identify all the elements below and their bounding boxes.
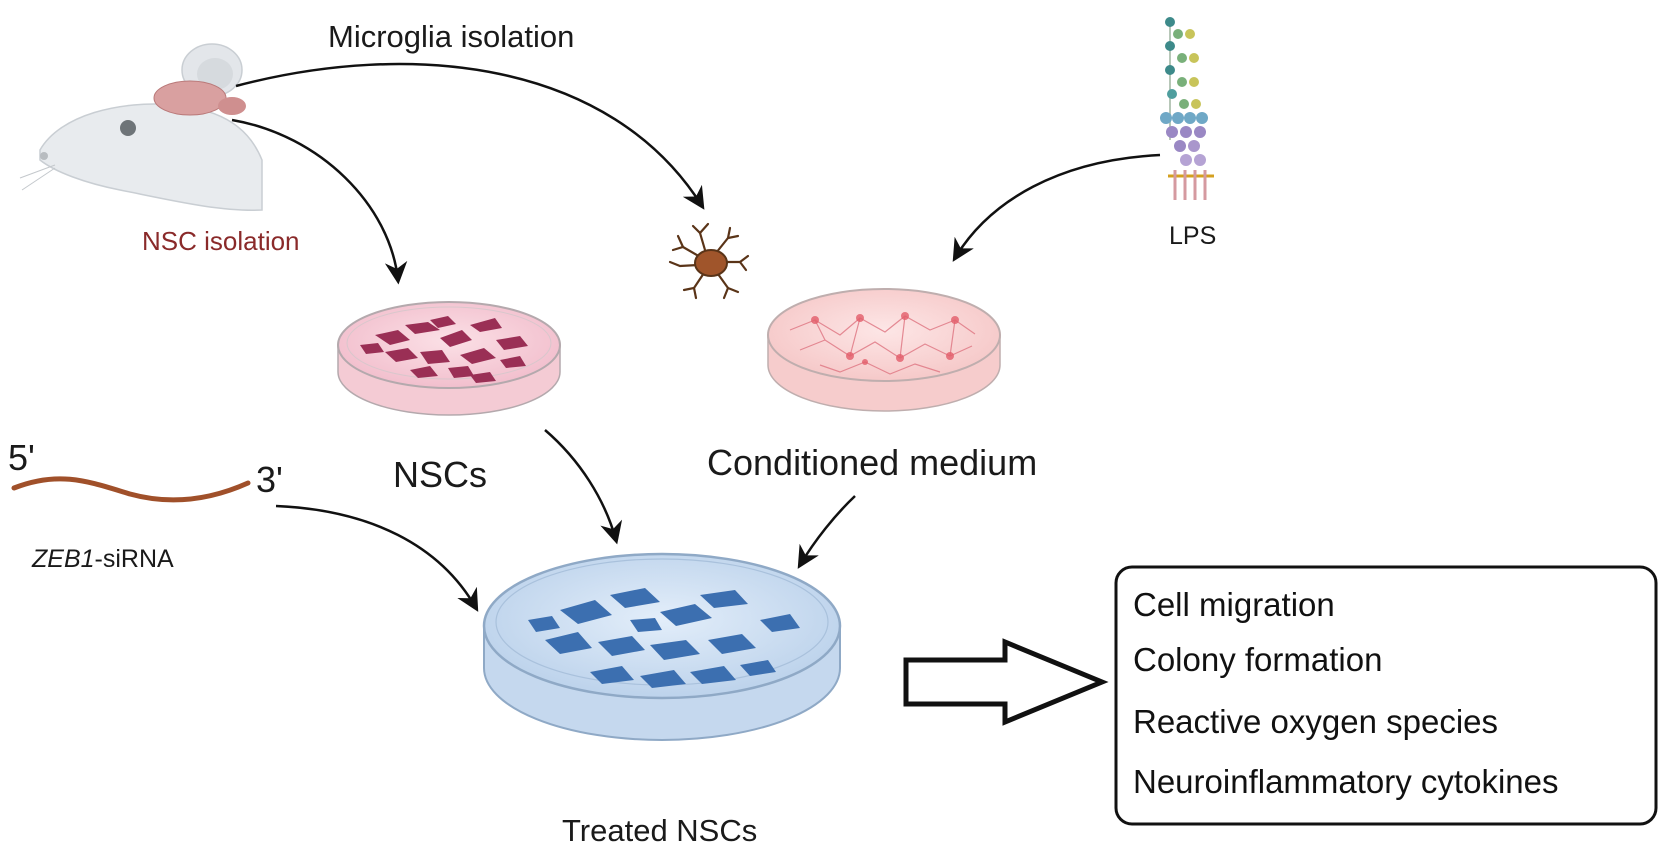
brain-icon	[153, 80, 246, 116]
arrow-nsc-to-treated	[544, 429, 623, 545]
arrow-medium-to-treated	[797, 495, 856, 569]
nsc-culture-dish	[337, 301, 561, 416]
treated-cells	[528, 588, 800, 688]
microglia-network	[789, 315, 976, 375]
outcome-item: Neuroinflammatory cytokines	[1133, 763, 1559, 800]
nsc-cells	[360, 316, 528, 383]
outcome-item: Colony formation	[1133, 641, 1382, 678]
outcome-item: Reactive oxygen species	[1133, 703, 1498, 740]
flow-arrows	[231, 62, 1161, 612]
arrow-sirna-to-treated	[275, 504, 479, 612]
nscs-label: NSCs	[393, 454, 487, 495]
mouse-illustration	[19, 43, 263, 211]
arrow-mouse-to-microglia	[235, 62, 705, 210]
lps-label: LPS	[1169, 222, 1216, 250]
treated-nscs-label: Treated NSCs	[562, 813, 757, 848]
sirna-label: ZEB1-siRNA	[31, 545, 174, 573]
sirna-strand	[11, 476, 251, 503]
lps-molecule-icon	[1160, 17, 1214, 200]
three-prime-label: 3'	[256, 459, 283, 500]
microglia-icon	[668, 222, 750, 300]
conditioned-medium-label: Conditioned medium	[707, 442, 1037, 483]
treated-nsc-dish	[482, 552, 842, 741]
sirna-gene: ZEB1	[31, 545, 95, 573]
outcome-box	[1114, 565, 1658, 826]
nsc-isolation-label: NSC isolation	[142, 226, 300, 256]
sirna-suffix: -siRNA	[95, 545, 174, 573]
five-prime-label: 5'	[8, 437, 35, 478]
conditioned-medium-dish	[767, 288, 1001, 412]
arrow-lps-to-medium	[952, 153, 1161, 262]
outcome-arrow	[903, 638, 1109, 726]
arrow-mouse-to-nsc	[231, 118, 408, 285]
outcome-item: Cell migration	[1133, 586, 1335, 623]
outcome-list: Cell migration Colony formation Reactive…	[1133, 586, 1559, 800]
microglia-isolation-label: Microglia isolation	[328, 19, 574, 54]
